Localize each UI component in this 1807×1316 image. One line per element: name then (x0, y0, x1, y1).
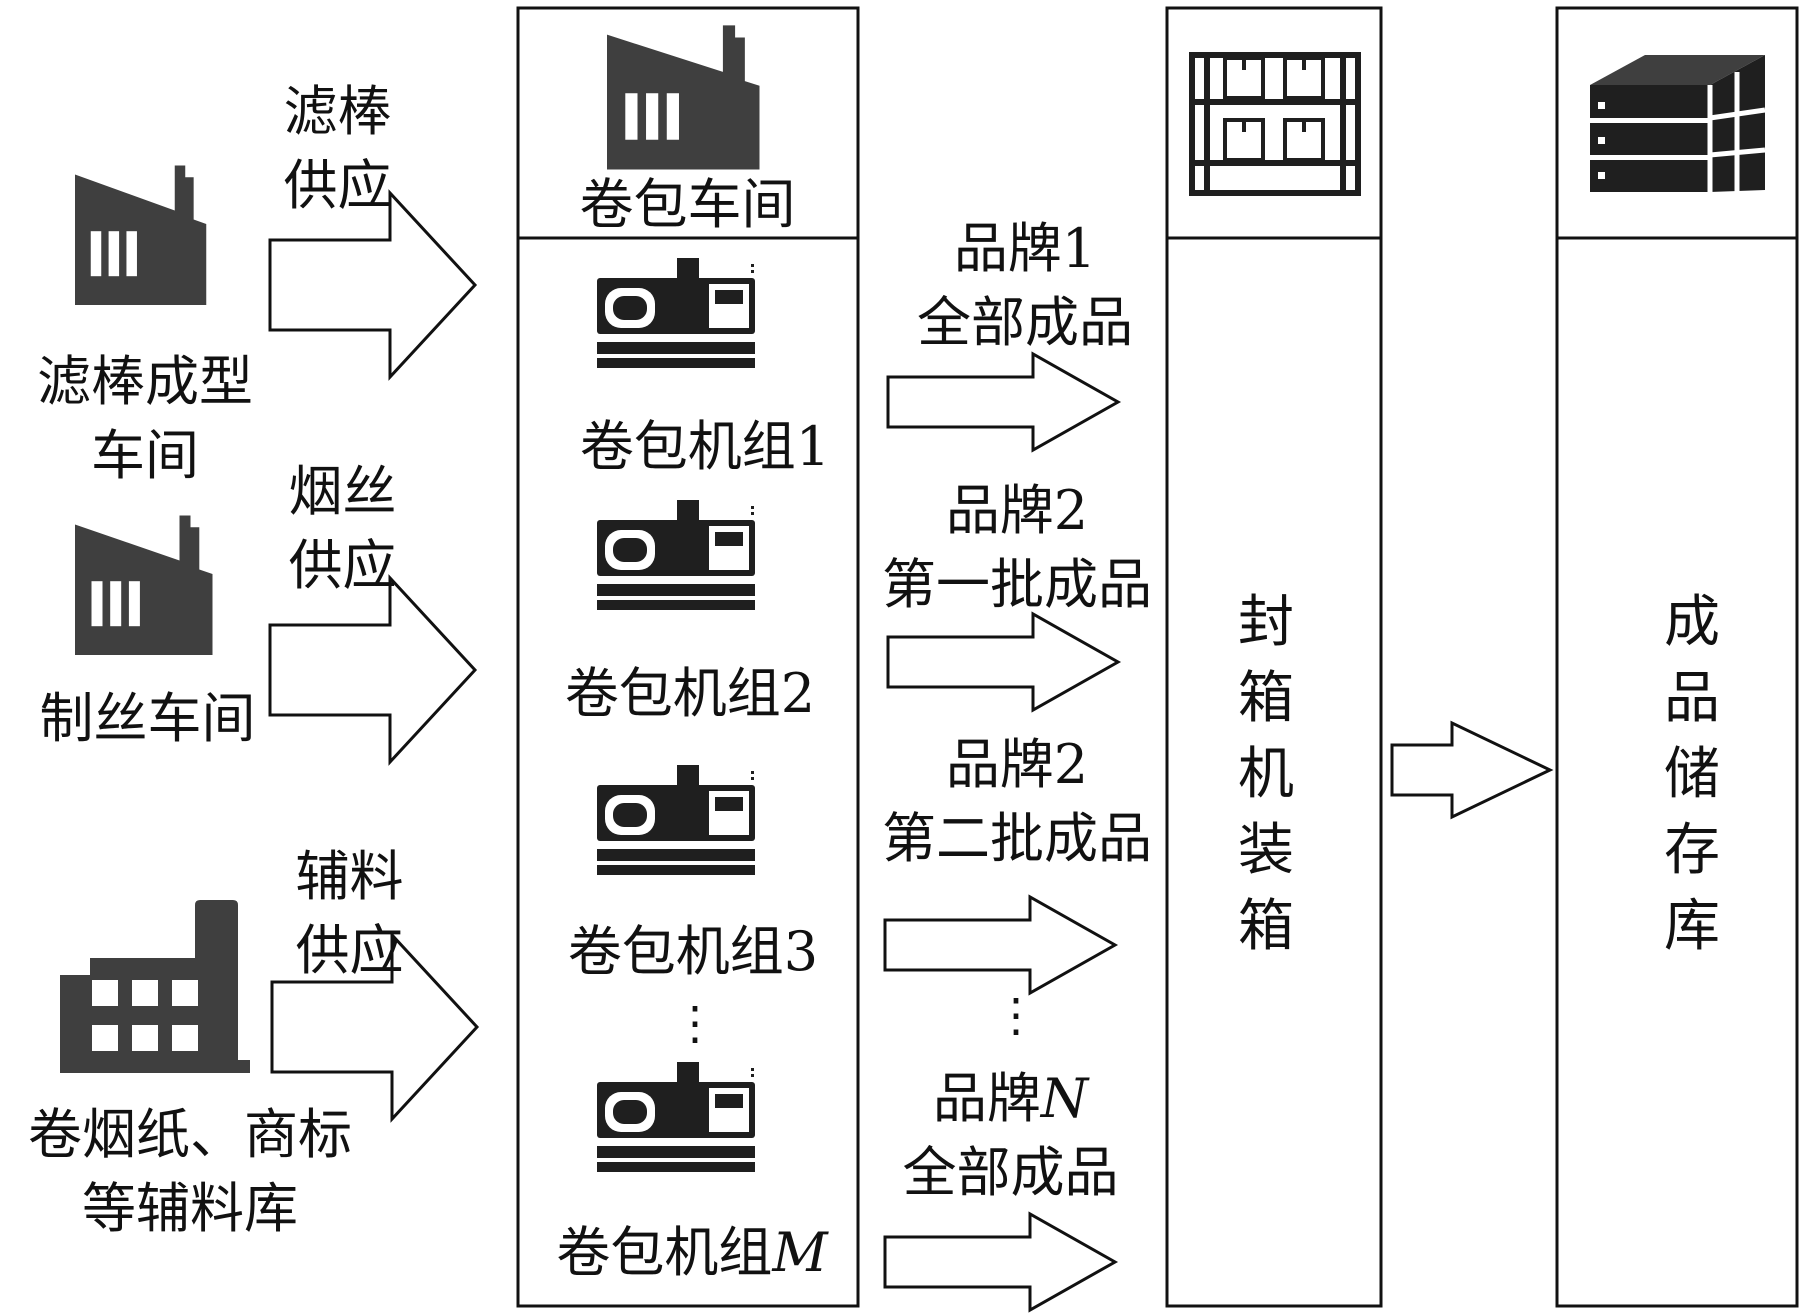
factory-icon (75, 165, 207, 305)
factory-icon (75, 515, 213, 655)
flow-arrow-1 (886, 352, 1120, 452)
machine-ellipsis: ⋮ (672, 996, 718, 1050)
flow-ellipsis: ⋮ (993, 988, 1039, 1042)
flow-1-label: 品牌1 全部成品 (917, 217, 1133, 354)
source-3-label: 卷烟纸、商标 等辅料库 (28, 1103, 352, 1240)
shelf-icon (1189, 52, 1361, 196)
machine-m-label: 卷包机组M (556, 1221, 828, 1284)
flow-2-label: 品牌2 第一批成品 (882, 479, 1152, 616)
supply-3-label: 辅料 供应 (295, 845, 404, 982)
machine-tool-icon (597, 765, 755, 875)
source-2-label: 制丝车间 (39, 687, 256, 750)
supply-arrow-2 (268, 576, 477, 764)
machine-2-label: 卷包机组2 (564, 662, 816, 725)
workshop-box (516, 6, 860, 1308)
machine-1-label: 卷包机组1 (579, 415, 831, 478)
supply-1-label: 滤棒 供应 (283, 80, 392, 217)
packing-label: 封 箱 机 装 箱 (1238, 590, 1294, 959)
machine-tool-icon (597, 1062, 755, 1172)
storage-label: 成 品 储 存 库 (1664, 590, 1720, 959)
storage-box (1555, 6, 1799, 1308)
flow-3-label: 品牌2 第二批成品 (882, 733, 1152, 870)
flow-arrow-3 (883, 895, 1117, 995)
workshop-title: 卷包车间 (579, 173, 796, 236)
supply-2-label: 烟丝 供应 (288, 460, 397, 597)
flow-arrow-2 (886, 612, 1120, 712)
packing-box (1165, 6, 1383, 1308)
storage-stack-icon (1588, 55, 1766, 192)
warehouse-building-icon (60, 900, 250, 1073)
machine-3-label: 卷包机组3 (567, 920, 819, 983)
flow-arrow-4 (883, 1212, 1117, 1312)
source-1-label: 滤棒成型 车间 (37, 350, 253, 487)
machine-tool-icon (597, 258, 755, 368)
storage-arrow (1390, 720, 1554, 820)
factory-icon (607, 25, 760, 170)
machine-tool-icon (597, 500, 755, 610)
